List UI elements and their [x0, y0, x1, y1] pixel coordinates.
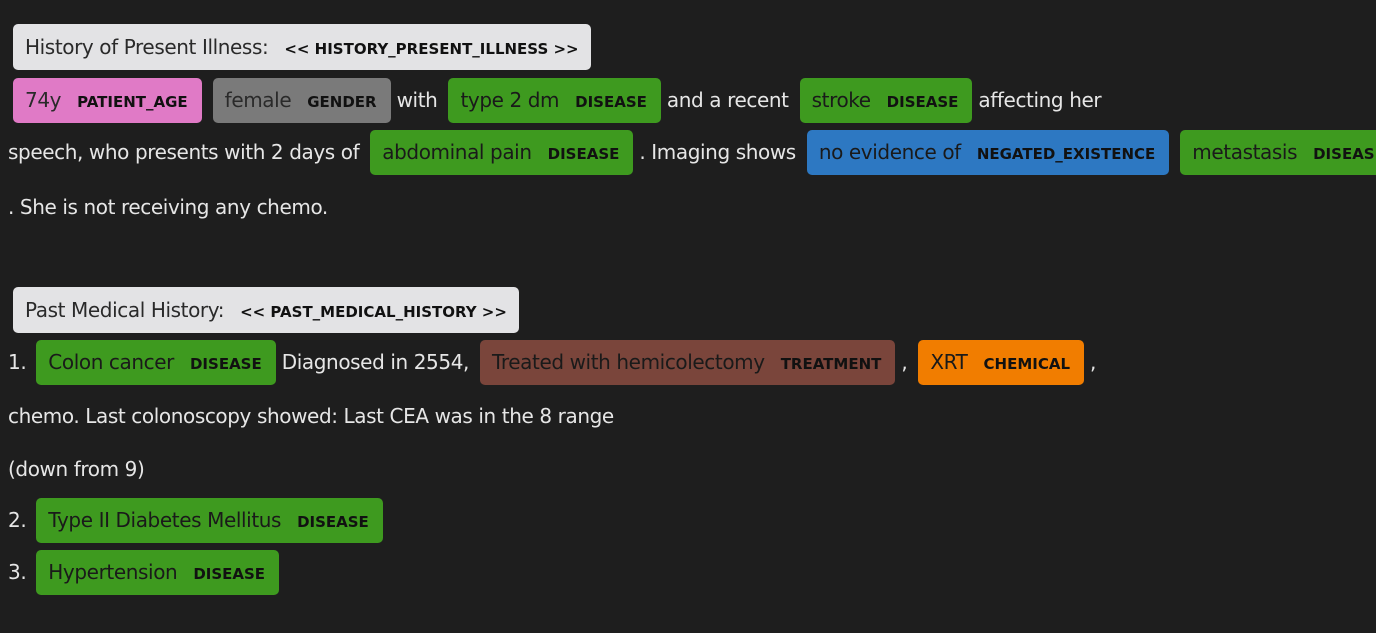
entity-label: NEGATED_EXISTENCE	[976, 145, 1156, 163]
entity-text: female	[224, 88, 292, 112]
hpi-line-2: speech, who presents with 2 days of abdo…	[8, 129, 1376, 175]
pmh-line-5: 3. Hypertension DISEASE	[8, 549, 1368, 595]
entity-text: Treated with hemicolectomy	[491, 350, 765, 374]
plain-text: . Imaging shows	[639, 140, 796, 164]
entity-disease-diabetes[interactable]: Type II Diabetes Mellitus DISEASE	[36, 497, 383, 543]
hpi-line-1: 74y PATIENT_AGE female GENDER with type …	[8, 77, 1368, 123]
section-header-past-medical-history[interactable]: Past Medical History: << PAST_MEDICAL_HI…	[13, 287, 519, 333]
list-number: 2.	[8, 508, 27, 532]
section-header-value: History of Present Illness:	[25, 35, 269, 59]
entity-label: DISEASE	[575, 93, 647, 111]
plain-text: ,	[1090, 350, 1096, 374]
entity-label: DISEASE	[547, 145, 620, 163]
plain-text: Diagnosed in 2554,	[281, 350, 470, 374]
pmh-line-2: chemo. Last colonoscopy showed: Last CEA…	[8, 393, 1368, 439]
entity-label: DISEASE	[193, 565, 266, 583]
plain-text: ,	[901, 350, 908, 374]
hpi-header-line: History of Present Illness: << HISTORY_P…	[8, 24, 1368, 70]
entity-text: type 2 dm	[460, 88, 560, 112]
entity-disease-dm[interactable]: type 2 dm DISEASE	[448, 77, 661, 123]
entity-label: GENDER	[307, 93, 377, 111]
list-number: 1.	[8, 350, 27, 374]
entity-label: PATIENT_AGE	[77, 93, 188, 111]
plain-text: speech, who presents with 2 days of	[8, 140, 360, 164]
section-header-value: Past Medical History:	[25, 298, 225, 322]
entity-text: stroke	[811, 88, 871, 112]
entity-text: Colon cancer	[48, 350, 174, 374]
pmh-line-4: 2. Type II Diabetes Mellitus DISEASE	[8, 497, 1368, 543]
entity-text: metastasis	[1192, 140, 1298, 164]
entity-disease-abdominal-pain[interactable]: abdominal pain DISEASE	[370, 129, 634, 175]
entity-text: abdominal pain	[382, 140, 532, 164]
entity-gender[interactable]: female GENDER	[212, 77, 391, 123]
entity-treatment[interactable]: Treated with hemicolectomy TREATMENT	[479, 339, 896, 385]
entity-chemical[interactable]: XRT CHEMICAL	[918, 339, 1085, 385]
plain-text: . She is not receiving any chemo.	[8, 195, 328, 219]
entity-text: 74y	[25, 88, 62, 112]
list-number: 3.	[8, 560, 27, 584]
entity-text: no evidence of	[818, 140, 961, 164]
pmh-header-line: Past Medical History: << PAST_MEDICAL_HI…	[8, 287, 1368, 333]
hpi-line-3: . She is not receiving any chemo.	[8, 184, 1368, 230]
entity-label: DISEASE	[297, 513, 369, 531]
entity-text: Type II Diabetes Mellitus	[48, 508, 282, 532]
pmh-line-1: 1. Colon cancer DISEASE Diagnosed in 255…	[8, 339, 1368, 385]
plain-text: (down from 9)	[8, 457, 145, 481]
section-header-label: << HISTORY_PRESENT_ILLNESS >>	[284, 40, 579, 58]
entity-disease-colon-cancer[interactable]: Colon cancer DISEASE	[36, 339, 276, 385]
entity-label: DISEASE	[189, 355, 262, 373]
entity-negated-existence[interactable]: no evidence of NEGATED_EXISTENCE	[806, 129, 1170, 175]
entity-label: DISEASE	[886, 93, 959, 111]
section-header-history-present-illness[interactable]: History of Present Illness: << HISTORY_P…	[13, 24, 591, 70]
plain-text: chemo. Last colonoscopy showed: Last CEA…	[8, 404, 614, 428]
entity-patient-age[interactable]: 74y PATIENT_AGE	[13, 77, 202, 123]
pmh-line-3: (down from 9)	[8, 446, 1368, 492]
entity-text: XRT	[930, 350, 968, 374]
entity-disease-hypertension[interactable]: Hypertension DISEASE	[36, 549, 280, 595]
plain-text: with	[396, 88, 438, 112]
section-header-label: << PAST_MEDICAL_HISTORY >>	[240, 303, 507, 321]
plain-text: and a recent	[666, 88, 789, 112]
entity-label: TREATMENT	[780, 355, 882, 373]
entity-label: CHEMICAL	[983, 355, 1071, 373]
plain-text: affecting her	[978, 88, 1102, 112]
entity-disease-metastasis[interactable]: metastasis DISEASE	[1180, 129, 1376, 175]
entity-text: Hypertension	[48, 560, 178, 584]
entity-disease-stroke[interactable]: stroke DISEASE	[799, 77, 973, 123]
entity-label: DISEASE	[1313, 145, 1376, 163]
